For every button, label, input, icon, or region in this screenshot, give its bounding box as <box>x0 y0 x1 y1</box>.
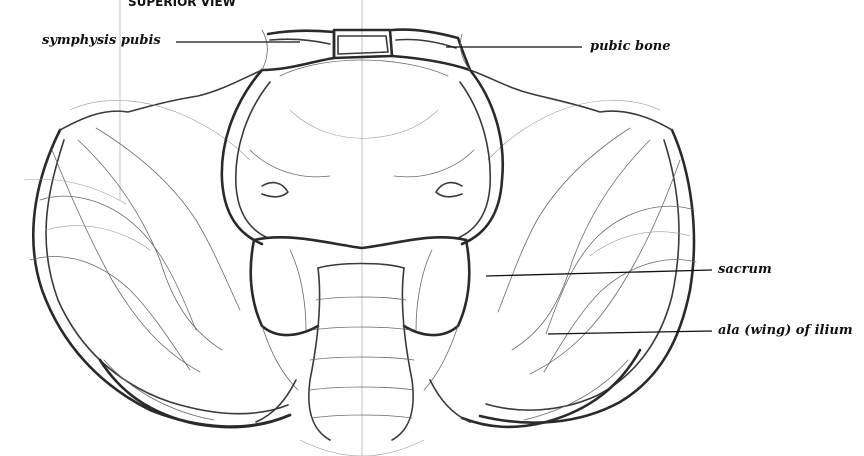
sacrum-leader <box>486 270 712 276</box>
pubic-region <box>262 29 470 70</box>
lower-rim <box>100 350 640 427</box>
left-ilium-wing <box>24 70 290 426</box>
sacrum-bone <box>251 237 470 456</box>
ala-of-ilium-label: ala (wing) of ilium <box>718 324 853 337</box>
symphysis-pubis-label: symphysis pubis <box>42 34 161 47</box>
sacrum-label: sacrum <box>718 263 772 276</box>
right-ilium-wing <box>470 70 696 423</box>
ala-of-ilium-leader <box>548 331 712 334</box>
view-heading: SUPERIOR VIEW <box>128 0 236 8</box>
pubic-bone-label: pubic bone <box>590 40 671 53</box>
